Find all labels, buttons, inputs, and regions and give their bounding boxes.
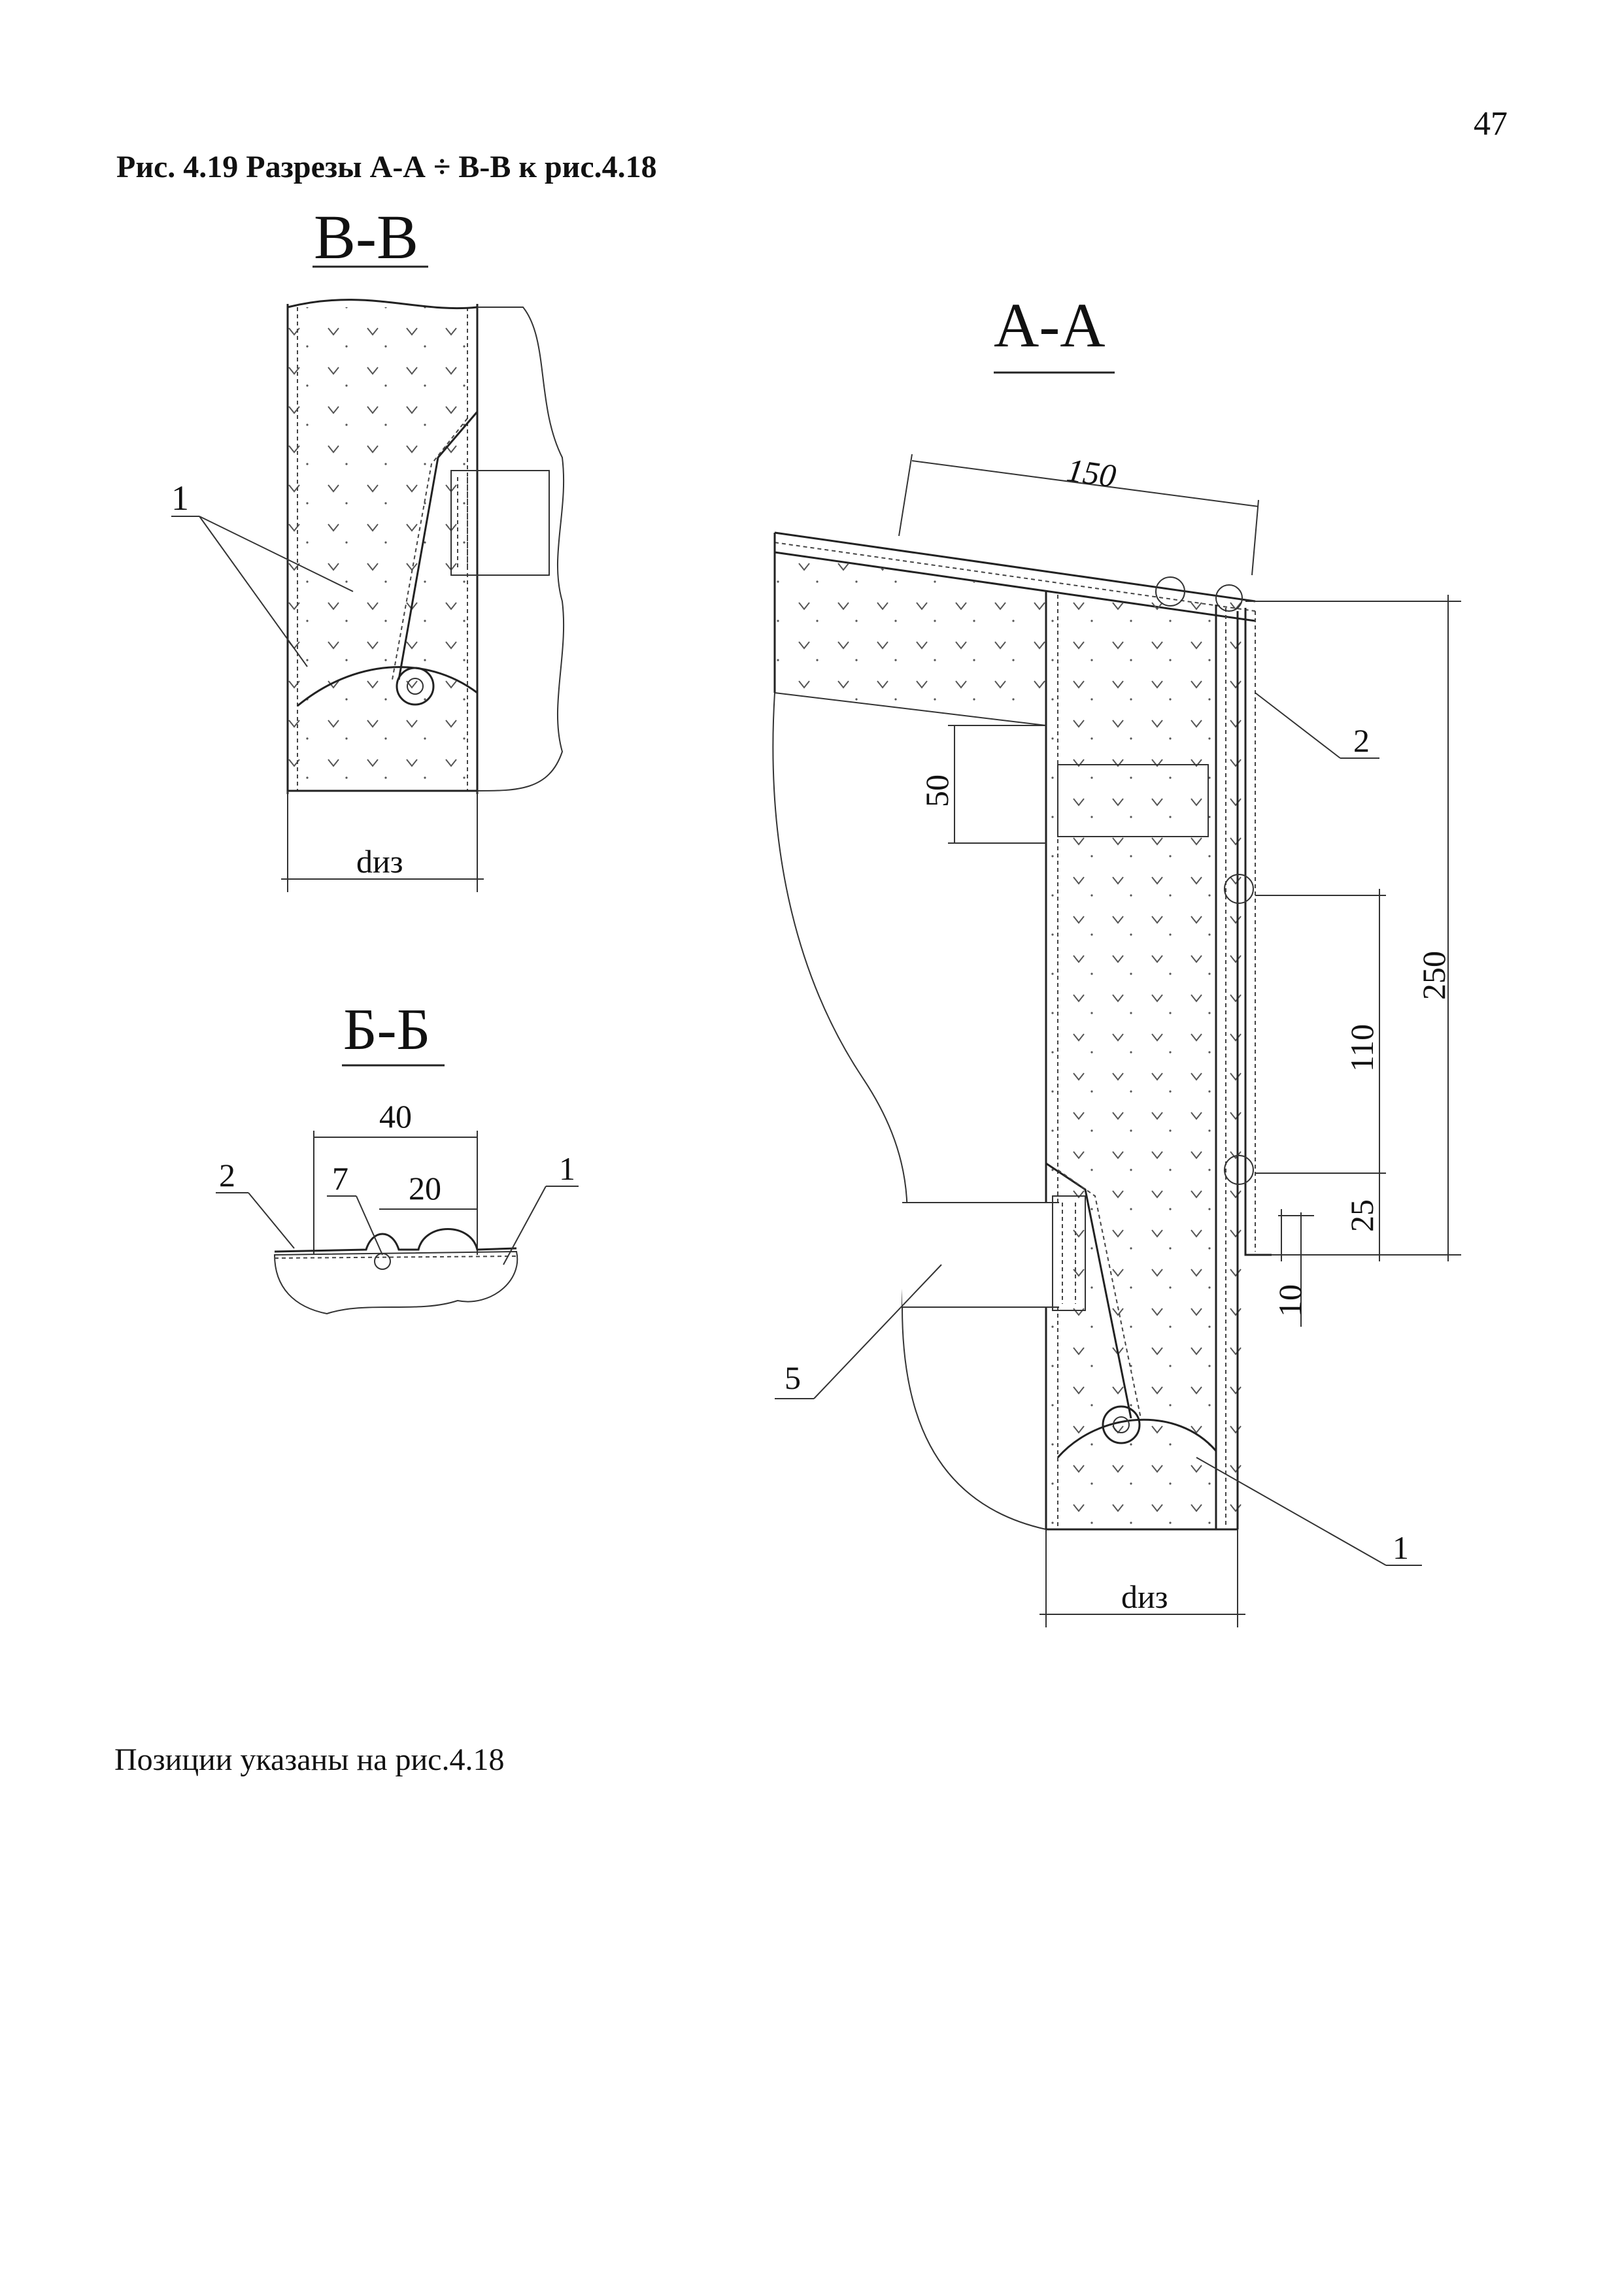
- aa-dim-50: 50: [919, 774, 955, 807]
- aa-callout-2: 2: [1353, 722, 1370, 759]
- vv-dim-diz: dиз: [356, 843, 403, 880]
- aa-dim-10: 10: [1272, 1284, 1308, 1317]
- bb-callout-7: 7: [332, 1160, 348, 1197]
- aa-dim-150: 150: [1064, 451, 1118, 494]
- section-vv-title: В-В: [314, 202, 418, 272]
- aa-dim-25: 25: [1343, 1199, 1380, 1232]
- bb-dim-20: 20: [409, 1170, 441, 1206]
- page-number: 47: [1474, 105, 1508, 142]
- footnote: Позиции указаны на рис.4.18: [114, 1742, 505, 1777]
- section-vv: В-В 1 dиз: [171, 202, 565, 892]
- bb-callout-1: 1: [559, 1150, 575, 1187]
- figure-caption: Рис. 4.19 Разрезы А-А ÷ В-В к рис.4.18: [116, 150, 657, 184]
- section-aa: А-А 150 50: [772, 290, 1461, 1627]
- aa-callout-5: 5: [785, 1359, 801, 1396]
- aa-callout-1: 1: [1393, 1529, 1409, 1566]
- section-aa-title: А-А: [994, 290, 1106, 360]
- bb-dim-40: 40: [379, 1098, 412, 1135]
- section-bb-title: Б-Б: [343, 997, 430, 1062]
- section-bb: Б-Б 40 20 2 7 1: [216, 997, 579, 1315]
- vv-callout-1: 1: [171, 478, 189, 518]
- aa-dim-250: 250: [1415, 951, 1452, 1000]
- bb-callout-2: 2: [219, 1157, 235, 1193]
- aa-dim-diz: dиз: [1121, 1578, 1168, 1615]
- aa-dim-110: 110: [1343, 1024, 1380, 1072]
